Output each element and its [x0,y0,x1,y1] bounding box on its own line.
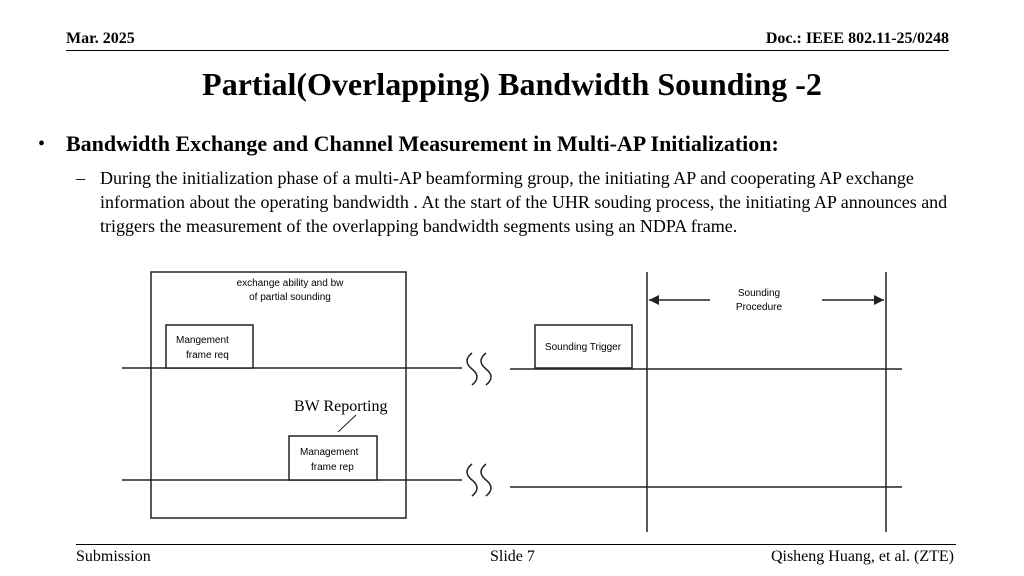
mgmt-rep-label-line1: Management [300,447,359,458]
footer-submission: Submission [76,548,151,565]
bullet-heading: Bandwidth Exchange and Channel Measureme… [66,131,779,156]
mgmt-req-label-line2: frame req [186,350,229,361]
footer-divider [76,544,956,545]
break-squiggle-lower [466,463,492,497]
procedure-arrowhead-right [874,295,884,305]
header-divider [66,50,949,51]
procedure-label-line2: Procedure [736,302,783,313]
mgmt-req-label-line1: Mangement [176,335,229,346]
exchange-label-line1: exchange ability and bw [237,278,345,289]
procedure-label-line1: Sounding [738,288,780,299]
break-squiggle-upper [466,352,492,386]
exchange-label-line2: of partial sounding [249,292,331,303]
sub-bullet-text: During the initialization phase of a mul… [100,168,948,236]
sounding-trigger-label: Sounding Trigger [545,342,622,353]
bullet-marker: • [38,133,46,155]
bw-reporting-leader [337,414,357,433]
slide-title: Partial(Overlapping) Bandwidth Sounding … [202,66,822,102]
sounding-trigger-box [534,324,633,369]
header-date: Mar. 2025 [66,30,135,47]
mgmt-frame-req-box [165,324,254,369]
procedure-arrowhead-left [649,295,659,305]
sub-bullet-marker: – [76,168,85,188]
bw-reporting-label: BW Reporting [294,398,387,415]
footer-slide-number: Slide 7 [490,548,535,565]
mgmt-rep-label-line2: frame rep [311,462,354,473]
exchange-region-box [150,271,407,519]
mgmt-frame-rep-box [288,435,378,481]
header-doc-id: Doc.: IEEE 802.11-25/0248 [765,30,949,47]
footer-author: Qisheng Huang, et al. (ZTE) [770,548,954,565]
